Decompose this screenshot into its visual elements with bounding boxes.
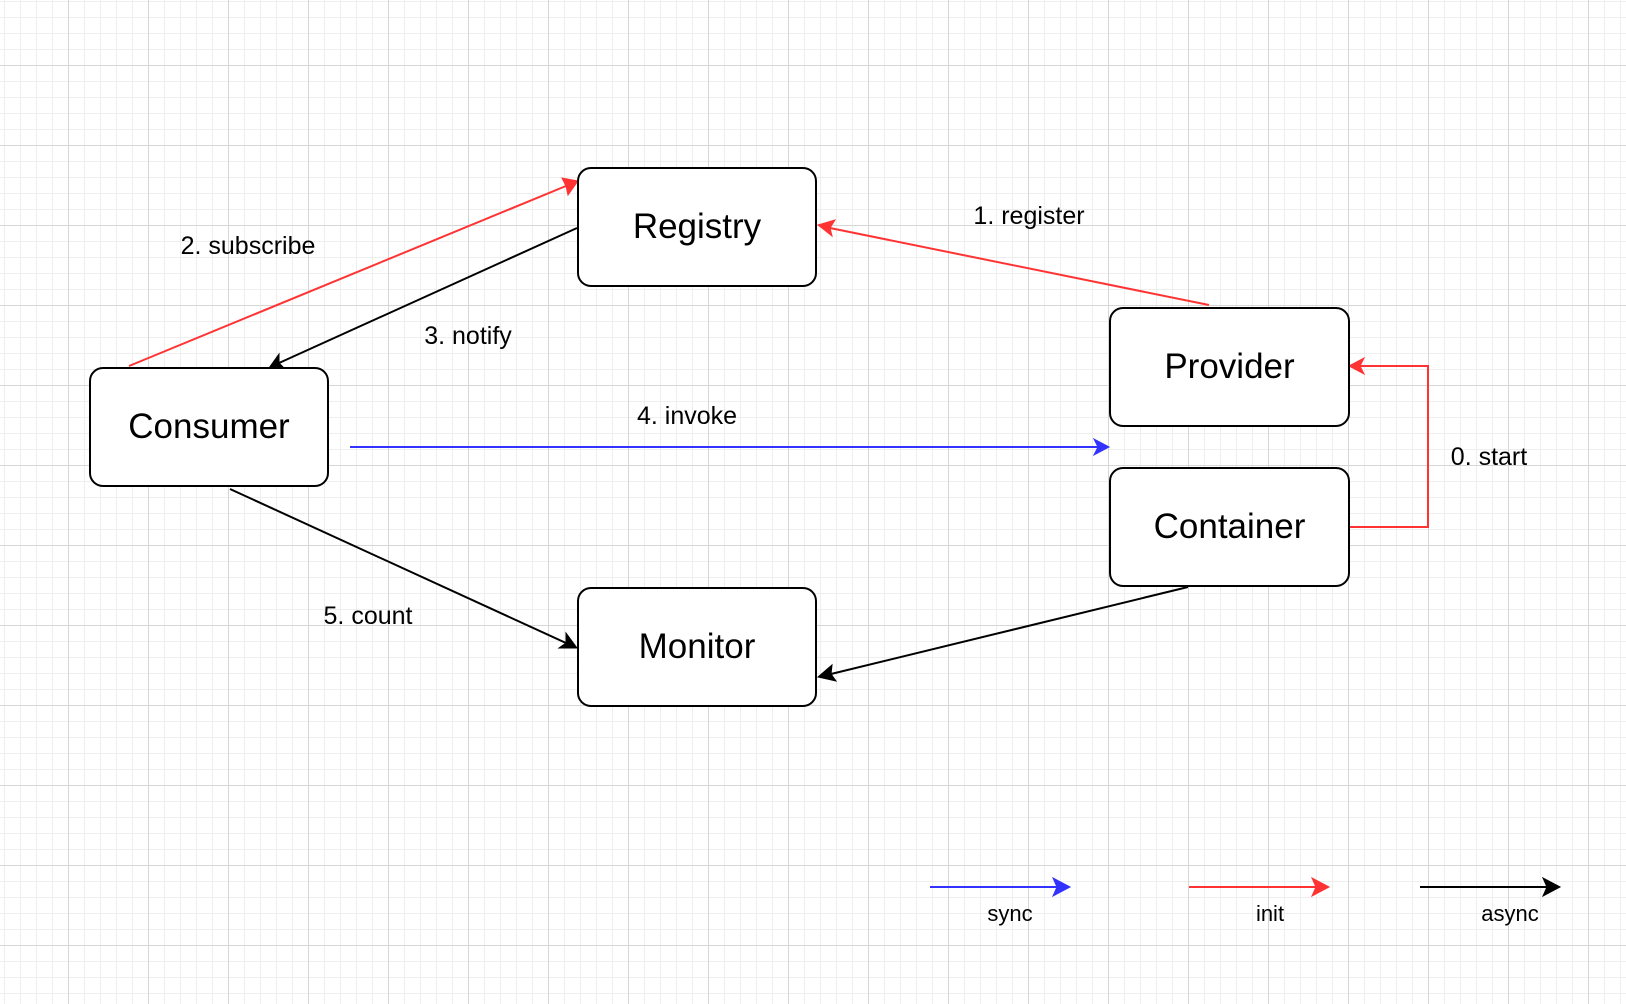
node-monitor[interactable]: Monitor [577, 587, 817, 707]
legend-label-sync: sync [987, 901, 1033, 926]
edge-label-count: 5. count [323, 602, 413, 630]
node-registry[interactable]: Registry [577, 167, 817, 287]
node-consumer[interactable]: Consumer [89, 367, 329, 487]
edge-label-start: 0. start [1450, 443, 1528, 471]
edge-container-monitor [830, 586, 1189, 675]
legend-init-arrowhead [1310, 876, 1331, 898]
edge-container-monitor-arrowhead [816, 663, 838, 682]
legend-sync-arrowhead [1051, 876, 1072, 898]
edge-register [829, 227, 1210, 306]
edge-label-subscribe: 2. subscribe [180, 232, 316, 260]
edge-label-register: 1. register [973, 202, 1085, 230]
edge-register-arrowhead [816, 219, 837, 238]
edge-count-arrowhead [557, 631, 578, 649]
edge-notify [278, 227, 578, 364]
legend-async-arrowhead [1541, 876, 1562, 898]
legend-label-async: async [1481, 901, 1539, 926]
edge-start-arrowhead [1347, 356, 1366, 376]
edge-start [1349, 365, 1429, 528]
edge-count [229, 488, 567, 644]
edge-subscribe [128, 185, 567, 367]
node-container[interactable]: Container [1109, 467, 1350, 587]
edge-subscribe-arrowhead [561, 177, 579, 197]
node-provider[interactable]: Provider [1109, 307, 1350, 427]
edge-label-invoke: 4. invoke [636, 402, 738, 430]
edge-invoke-arrowhead [1092, 437, 1111, 457]
edge-label-notify: 3. notify [424, 322, 512, 350]
legend-label-init: init [1255, 901, 1285, 926]
